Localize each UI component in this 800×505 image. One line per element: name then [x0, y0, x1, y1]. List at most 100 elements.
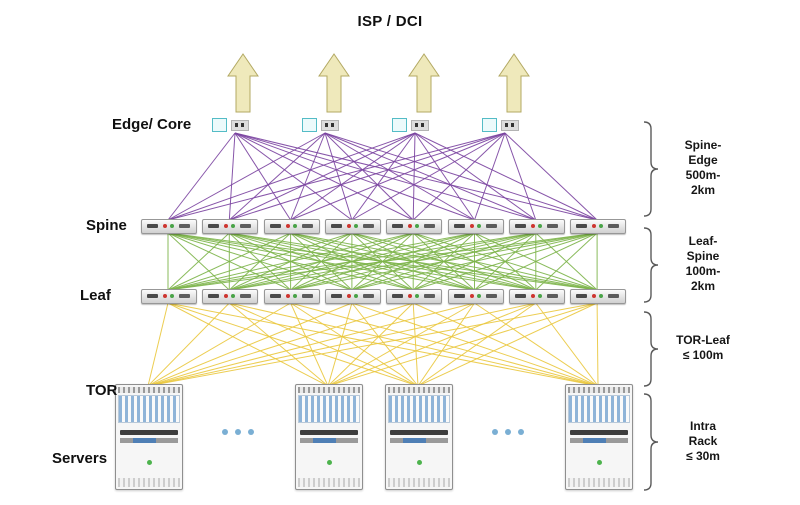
- switch-led-green: [476, 294, 481, 298]
- switch-led-green: [353, 294, 358, 298]
- switch-led-green: [537, 224, 542, 228]
- ellipsis-dot: [222, 429, 228, 435]
- distance-bracket: [643, 121, 659, 217]
- switch-led-green: [599, 224, 604, 228]
- rack-server-unit: [390, 430, 448, 435]
- switch-led-red: [224, 224, 229, 228]
- switch-port-slot: [608, 224, 620, 228]
- switch-led-green: [353, 224, 358, 228]
- switch-port-slot: [208, 224, 220, 228]
- port-dot: [235, 123, 238, 127]
- switch-port-slot: [362, 294, 374, 298]
- switch-port-slot: [240, 294, 252, 298]
- switch-port-slot: [330, 294, 342, 298]
- uplink-arrow: [408, 53, 440, 113]
- rack-base: [388, 478, 450, 487]
- ellipsis-dot: [518, 429, 524, 435]
- switch-port-slot: [576, 224, 588, 228]
- rack-status-led: [327, 460, 332, 465]
- server-rack: [295, 384, 363, 490]
- switch-port-slot: [608, 294, 620, 298]
- rack-cable-panel: [388, 387, 450, 393]
- switch-led-green: [231, 294, 236, 298]
- switch-led-green: [292, 294, 297, 298]
- switch-port-slot: [392, 294, 404, 298]
- switch-port-slot: [269, 294, 281, 298]
- spine-switch: [141, 219, 197, 234]
- layer-label-edge-core: Edge/ Core: [112, 116, 192, 133]
- port-dot: [415, 123, 418, 127]
- spine-switch: [324, 219, 381, 234]
- rack-patch-panel: [298, 395, 360, 423]
- switch-port-slot: [576, 294, 588, 298]
- switch-led-red: [469, 224, 474, 228]
- switch-port-slot: [453, 294, 465, 298]
- leaf-switch: [386, 289, 443, 304]
- switch-port-slot: [424, 294, 436, 298]
- switch-led-red: [285, 294, 290, 298]
- switch-led-red: [408, 294, 413, 298]
- distance-annotation-label: Spine- Edge 500m- 2km: [684, 138, 722, 197]
- rack-status-led: [417, 460, 422, 465]
- switch-led-green: [476, 224, 481, 228]
- switch-led-red: [224, 294, 229, 298]
- distance-bracket: [643, 393, 659, 491]
- switch-led-red: [530, 294, 535, 298]
- spine-switch: [263, 219, 320, 234]
- isp-uplink-arrows: [227, 53, 530, 113]
- layer-label-tor: TOR: [86, 382, 118, 399]
- edge-switch-icon: [212, 118, 227, 132]
- leaf-switch: [324, 289, 381, 304]
- switch-led-red: [346, 224, 351, 228]
- switch-led-red: [408, 224, 413, 228]
- rack-server-unit: [390, 438, 448, 443]
- rack-cable-panel: [118, 387, 180, 393]
- port-dot: [241, 123, 244, 127]
- leaf-switch: [508, 289, 565, 304]
- switch-port-slot: [330, 224, 342, 228]
- rack-patch-panel: [118, 395, 180, 423]
- switch-port-slot: [179, 294, 190, 298]
- rack-base: [568, 478, 630, 487]
- switch-led-green: [231, 224, 236, 228]
- port-dot: [421, 123, 424, 127]
- distance-bracket: [643, 311, 659, 387]
- rack-server-unit: [300, 438, 358, 443]
- leaf-switch: [570, 289, 627, 304]
- rack-server-unit: [300, 430, 358, 435]
- switch-port-slot: [546, 224, 558, 228]
- switch-port-slot: [546, 294, 558, 298]
- distance-bracket: [643, 227, 659, 303]
- edge-port-module-icon: [411, 120, 429, 131]
- uplink-arrow: [498, 53, 530, 113]
- rack-cable-panel: [568, 387, 630, 393]
- leaf-tor-links: [147, 302, 599, 387]
- switch-led-green: [415, 224, 420, 228]
- ellipsis-dot: [248, 429, 254, 435]
- port-dot: [331, 123, 334, 127]
- switch-led-red: [592, 224, 597, 228]
- rack-base: [118, 478, 180, 487]
- switch-led-red: [346, 294, 351, 298]
- leaf-switch: [447, 289, 504, 304]
- switch-led-green: [599, 294, 604, 298]
- switch-port-slot: [269, 224, 281, 228]
- rack-status-led: [597, 460, 602, 465]
- switch-led-green: [292, 224, 297, 228]
- ellipsis-dot: [492, 429, 498, 435]
- distance-brackets: [643, 121, 659, 491]
- switch-led-red: [285, 224, 290, 228]
- edge-port-module-icon: [231, 120, 249, 131]
- leaf-switch: [202, 289, 259, 304]
- spine-switch: [447, 219, 504, 234]
- edge-core-device: [482, 117, 528, 133]
- switch-led-green: [170, 294, 174, 298]
- edge-core-device: [392, 117, 438, 133]
- layer-label-servers: Servers: [52, 450, 108, 467]
- diagram-title: ISP / DCI: [357, 13, 423, 30]
- switch-port-slot: [208, 294, 220, 298]
- distance-annotation-label: Leaf- Spine 100m- 2km: [685, 234, 721, 293]
- switch-port-slot: [240, 224, 252, 228]
